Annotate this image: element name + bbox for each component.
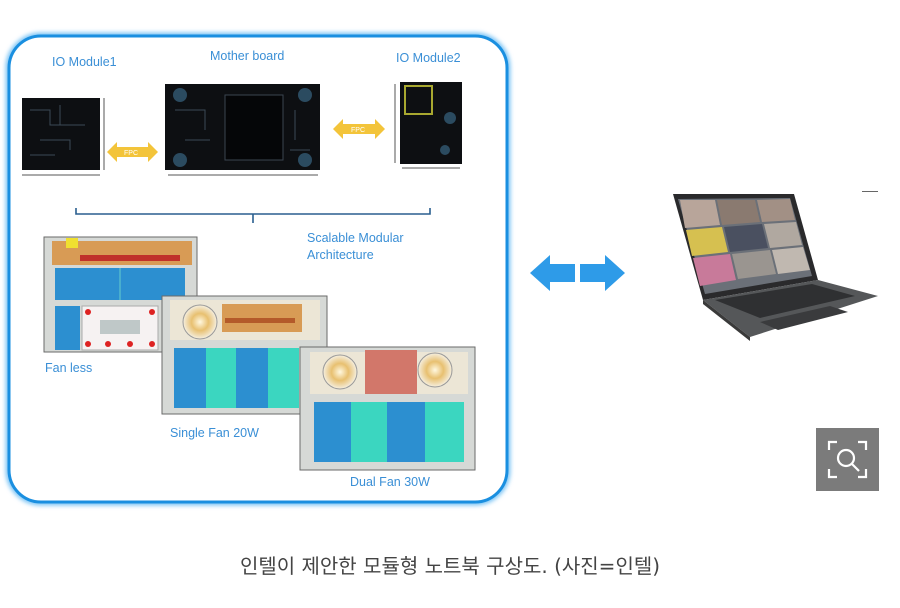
magnify-zoom-icon	[827, 440, 868, 479]
io-module2-label: IO Module2	[396, 51, 461, 65]
io-module2-board	[394, 82, 462, 169]
svg-text:FPC: FPC	[124, 150, 138, 157]
fpc-connector-left: FPC	[107, 142, 158, 162]
svg-text:FPC: FPC	[351, 127, 365, 134]
architecture-label: Scalable Modular	[307, 231, 404, 245]
io-module1-label: IO Module1	[52, 55, 117, 69]
motherboard-board	[165, 84, 320, 176]
image-caption: 인텔이 제안한 모듈형 노트북 구상도. (사진=인텔)	[239, 554, 661, 578]
layout-label-dual-fan: Dual Fan 30W	[350, 475, 430, 489]
laptop-image	[673, 194, 878, 341]
decorative-dash	[862, 191, 878, 192]
layout-label-fanless: Fan less	[45, 361, 92, 375]
architecture-label-line2: Architecture	[307, 248, 374, 262]
io-module1-board	[22, 98, 105, 176]
dual-fan-layout	[299, 346, 476, 471]
modular-laptop-diagram: IO Module1 Mother board IO Module2 FPC F…	[5, 32, 878, 506]
grouping-bracket	[75, 208, 431, 223]
double-arrow-icon	[530, 255, 625, 291]
video-call-tiles	[680, 199, 810, 286]
fpc-connector-right: FPC	[333, 119, 385, 139]
motherboard-label: Mother board	[210, 49, 284, 63]
layout-label-single-fan: Single Fan 20W	[170, 426, 259, 440]
zoom-image-button[interactable]	[816, 428, 879, 491]
fanless-layout	[43, 236, 198, 353]
